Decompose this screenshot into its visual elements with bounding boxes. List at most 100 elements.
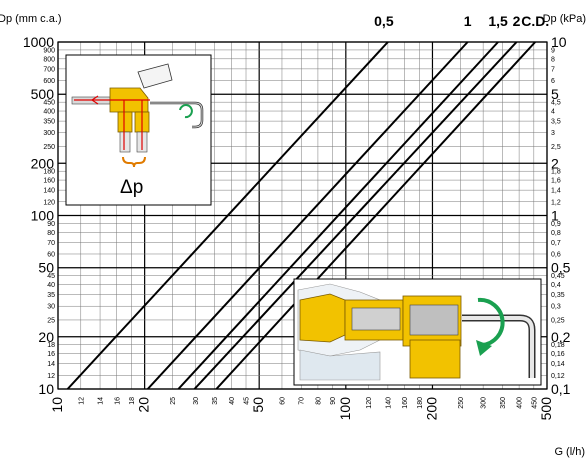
y-left-tick-label: 800: [43, 56, 55, 63]
x-tick-label: 100: [337, 397, 353, 421]
y-left-tick-label: 70: [47, 240, 55, 247]
plot-frame: [57, 41, 548, 390]
y-right-tick-label: 0,8: [551, 230, 561, 237]
valve-illustration: [71, 63, 204, 168]
y-axis-left-label: Dp (mm c.a.): [0, 13, 62, 25]
y-right-tick-label: 3,5: [551, 119, 561, 126]
y-right-tick-label: 0,7: [551, 240, 561, 247]
x-tick-label: 450: [531, 397, 538, 409]
y-left-tick-label: 140: [43, 188, 55, 195]
y-right-tick-label: 0,18: [551, 342, 565, 349]
x-tick-label: 200: [423, 397, 439, 421]
x-tick-label: 45: [244, 397, 251, 405]
x-tick-label: 14: [98, 397, 105, 405]
y-left-tick-label: 250: [43, 144, 55, 151]
y-right-tick-label: 7: [551, 66, 555, 73]
y-left-tick-label: 500: [31, 86, 55, 102]
y-right-tick-label: 1: [551, 208, 559, 224]
x-tick-label: 16: [114, 397, 121, 405]
y-right-tick-label: 1,2: [551, 199, 561, 206]
series-line: [215, 41, 536, 390]
y-right-tick-label: 1,8: [551, 169, 561, 176]
y-right-tick-label: 0,35: [551, 292, 565, 299]
y-left-tick-label: 20: [38, 329, 54, 345]
y-right-tick-label: 0,16: [551, 351, 565, 358]
y-left-tick-label: 14: [47, 361, 55, 368]
y-left-tick-label: 450: [43, 100, 55, 107]
y-left-tick-label: 180: [43, 169, 55, 176]
y-right-tick-label: 4,5: [551, 100, 561, 107]
x-tick-label: 18: [129, 397, 136, 405]
x-tick-label: 60: [279, 397, 286, 405]
x-tick-label: 350: [500, 397, 507, 409]
delta-p-label: Δp: [120, 177, 143, 198]
x-tick-label: 30: [193, 397, 200, 405]
x-tick-label: 50: [250, 397, 266, 413]
curve-label: 1,5: [488, 13, 508, 29]
y-right-tick-label: 0,12: [551, 373, 565, 380]
y-right-tick-label: 0,4: [551, 282, 561, 289]
y-left-tick-label: 90: [47, 221, 55, 228]
x-tick-label: 70: [299, 397, 306, 405]
y-left-tick-label: 45: [47, 273, 55, 280]
x-tick-label: 40: [229, 397, 236, 405]
y-right-tick-label: 0,14: [551, 361, 565, 368]
curve-label: 1: [464, 13, 472, 29]
x-tick-label: 12: [78, 397, 85, 405]
y-left-tick-label: 100: [31, 208, 55, 224]
valve-inset-bottom-right: [293, 278, 542, 386]
x-tick-label: 250: [458, 397, 465, 409]
y-axis-right-label: Dp (kPa): [543, 13, 586, 25]
series-line: [146, 41, 469, 390]
x-axis-label: G (l/h): [554, 446, 585, 458]
x-tick-label: 20: [136, 397, 152, 413]
y-right-tick-label: 9: [551, 47, 555, 54]
y-right-tick-label: 0,9: [551, 221, 561, 228]
y-left-tick-label: 12: [47, 373, 55, 380]
x-tick-label: 35: [212, 397, 219, 405]
y-left-tick-label: 30: [47, 304, 55, 311]
y-left-tick-label: 1000: [23, 34, 54, 50]
chart-series: [66, 41, 536, 390]
x-tick-label: 120: [366, 397, 373, 409]
y-left-tick-label: 50: [38, 260, 54, 276]
y-right-tick-label: 10: [551, 34, 567, 50]
y-right-tick-label: 0,1: [551, 381, 571, 397]
x-tick-label: 180: [417, 397, 424, 409]
x-tick-label: 80: [315, 397, 322, 405]
y-right-tick-label: 3: [551, 130, 555, 137]
y-right-tick-label: 0,2: [551, 329, 571, 345]
y-right-tick-label: 0,5: [551, 260, 571, 276]
curve-label: 0,5: [374, 13, 394, 29]
y-left-tick-label: 400: [43, 109, 55, 116]
y-left-tick-label: 600: [43, 78, 55, 85]
y-left-tick-label: 700: [43, 66, 55, 73]
y-left-tick-label: 60: [47, 251, 55, 258]
y-left-tick-label: 18: [47, 342, 55, 349]
y-right-tick-label: 2: [551, 155, 559, 171]
y-left-tick-label: 16: [47, 351, 55, 358]
x-tick-label: 300: [481, 397, 488, 409]
x-tick-label: 400: [517, 397, 524, 409]
y-right-tick-label: 4: [551, 109, 555, 116]
x-tick-label: 25: [170, 397, 177, 405]
y-left-tick-label: 80: [47, 230, 55, 237]
x-tick-label: 10: [49, 397, 65, 413]
y-left-tick-label: 120: [43, 199, 55, 206]
y-right-tick-label: 1,4: [551, 188, 561, 195]
y-left-tick-label: 300: [43, 130, 55, 137]
y-left-tick-label: 200: [31, 155, 55, 171]
y-right-tick-label: 0,6: [551, 251, 561, 258]
curve-label: 2: [513, 13, 521, 29]
y-left-tick-label: 25: [47, 317, 55, 324]
y-left-tick-label: 900: [43, 47, 55, 54]
valve-inset-top-left: Δp: [65, 54, 212, 206]
y-left-tick-label: 350: [43, 119, 55, 126]
y-axis-right-ticks: 0,10,120,140,160,180,20,250,30,350,40,45…: [551, 34, 571, 397]
y-right-tick-label: 5: [551, 86, 559, 102]
y-right-tick-label: 0,25: [551, 317, 565, 324]
x-tick-label: 140: [385, 397, 392, 409]
